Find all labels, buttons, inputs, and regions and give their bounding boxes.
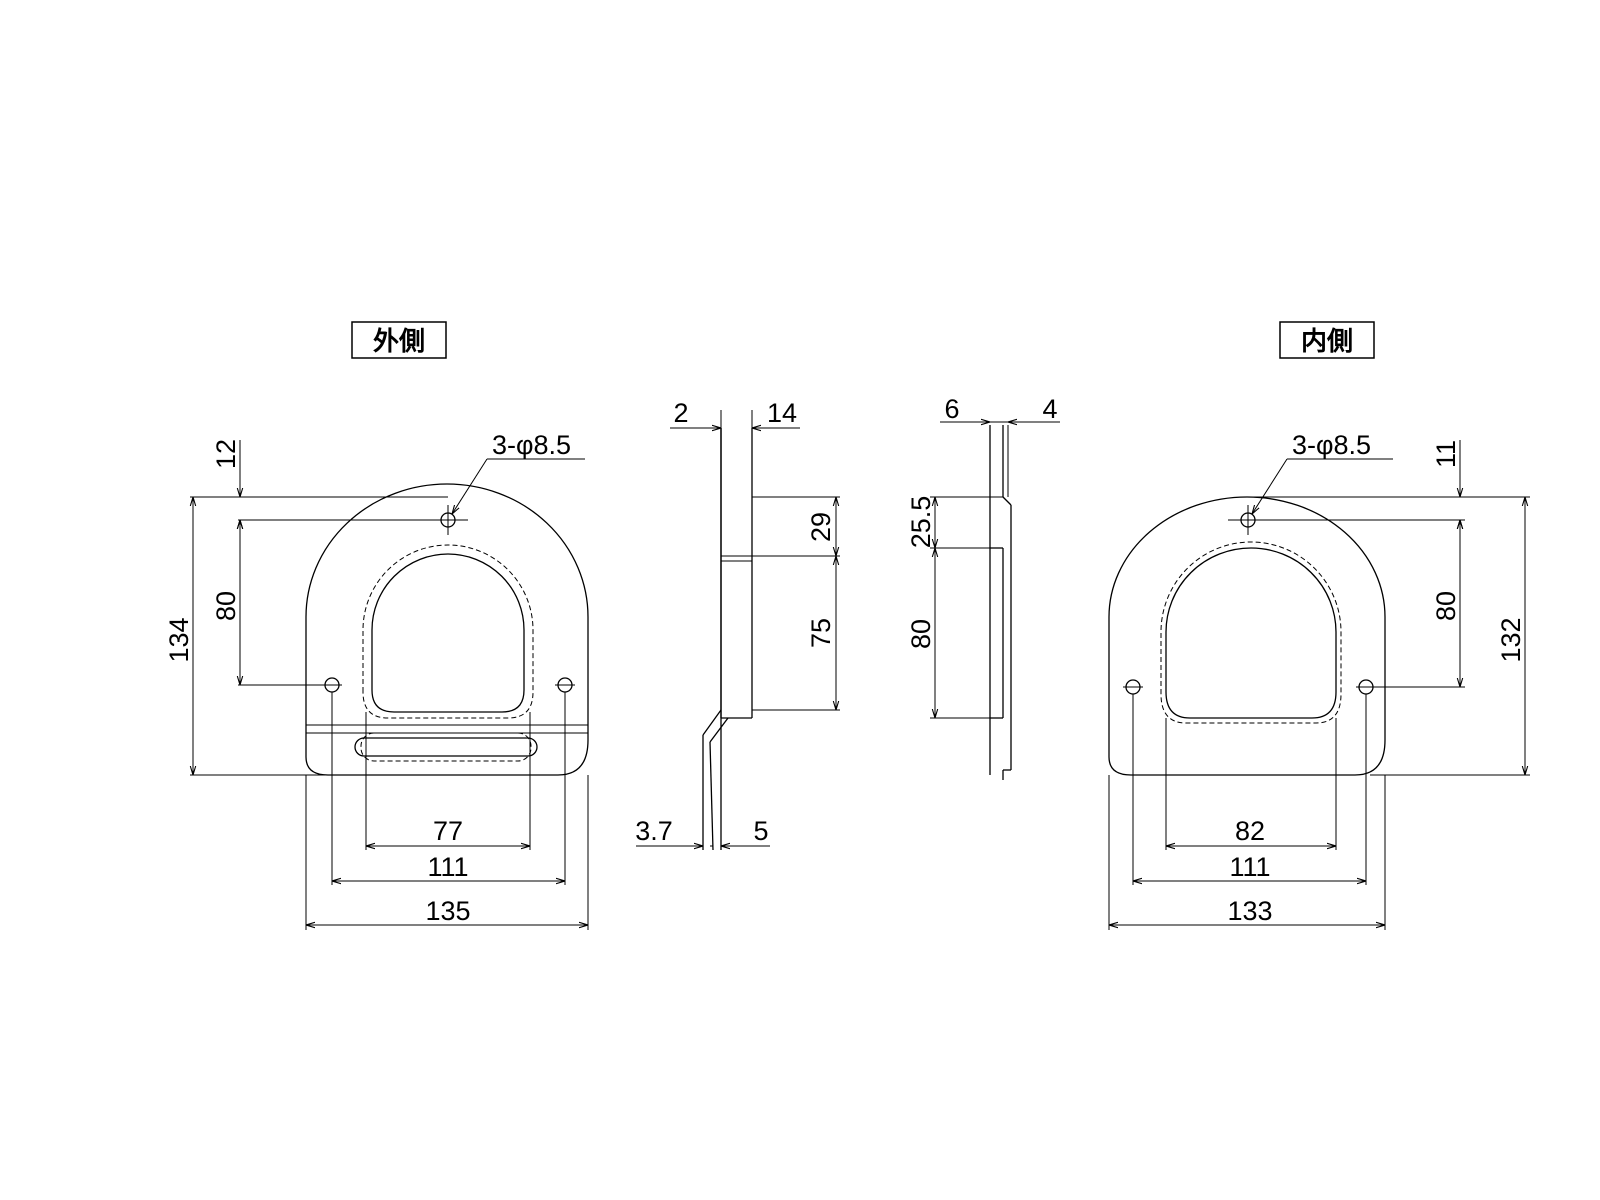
outer-dim-top-offset: 12: [211, 439, 241, 469]
outer-opening: [371, 553, 525, 713]
side-left-dim-upper: 29: [806, 512, 836, 542]
side-left-dim-thickness: 2: [673, 398, 688, 428]
side-left-dim-bottom-b: 5: [753, 816, 768, 846]
outer-dim-hole-spacing-v: 80: [211, 591, 241, 621]
outer-slot: [354, 737, 538, 757]
side-right-dim-b: 4: [1042, 394, 1057, 424]
side-left-dim-lower: 75: [806, 618, 836, 648]
inner-view-label: 内側: [1279, 321, 1375, 359]
outer-slot-hidden: [360, 732, 532, 762]
inner-dim-height: 132: [1496, 617, 1526, 662]
inner-dim-width: 133: [1227, 896, 1272, 926]
inner-dim-hole-spacing-h: 111: [1229, 852, 1270, 882]
inner-opening-hidden: [1160, 541, 1342, 724]
outer-opening-hidden: [362, 544, 534, 719]
outer-dim-hole-spacing-h: 111: [427, 852, 468, 882]
side-left-dim-offset: 14: [767, 398, 797, 428]
outer-dim-opening-width: 77: [433, 816, 463, 846]
inner-dim-opening-width: 82: [1235, 816, 1265, 846]
outer-dim-height: 134: [164, 617, 194, 662]
outer-view-label: 外側: [351, 321, 447, 359]
side-left-dim-bottom-a: 3.7: [635, 816, 673, 846]
inner-plate-view: 11 80 132 3-φ8.5 82 111 133: [1108, 430, 1530, 930]
inner-view-label-text: 内側: [1301, 327, 1353, 357]
outer-plate-outline: [305, 483, 589, 776]
side-right-dim-a: 6: [944, 394, 959, 424]
outer-view-label-text: 外側: [373, 327, 425, 357]
outer-holes-callout: 3-φ8.5: [492, 430, 571, 460]
side-view-right: 6 4 25.5 80: [906, 394, 1060, 780]
side-right-dim-lower: 80: [906, 619, 936, 649]
inner-plate-outline: [1108, 496, 1386, 776]
outer-dim-width: 135: [425, 896, 470, 926]
inner-dim-hole-spacing-v: 80: [1431, 591, 1461, 621]
side-right-dim-upper: 25.5: [906, 496, 936, 549]
inner-opening: [1165, 547, 1337, 719]
outer-plate-view: 12 80 134 3-φ8.5 77 111 135: [164, 430, 589, 930]
inner-dim-top-offset: 11: [1431, 440, 1461, 468]
side-view-left: 2 14 29 75 3.7 5: [635, 398, 840, 851]
inner-holes-callout: 3-φ8.5: [1292, 430, 1371, 460]
